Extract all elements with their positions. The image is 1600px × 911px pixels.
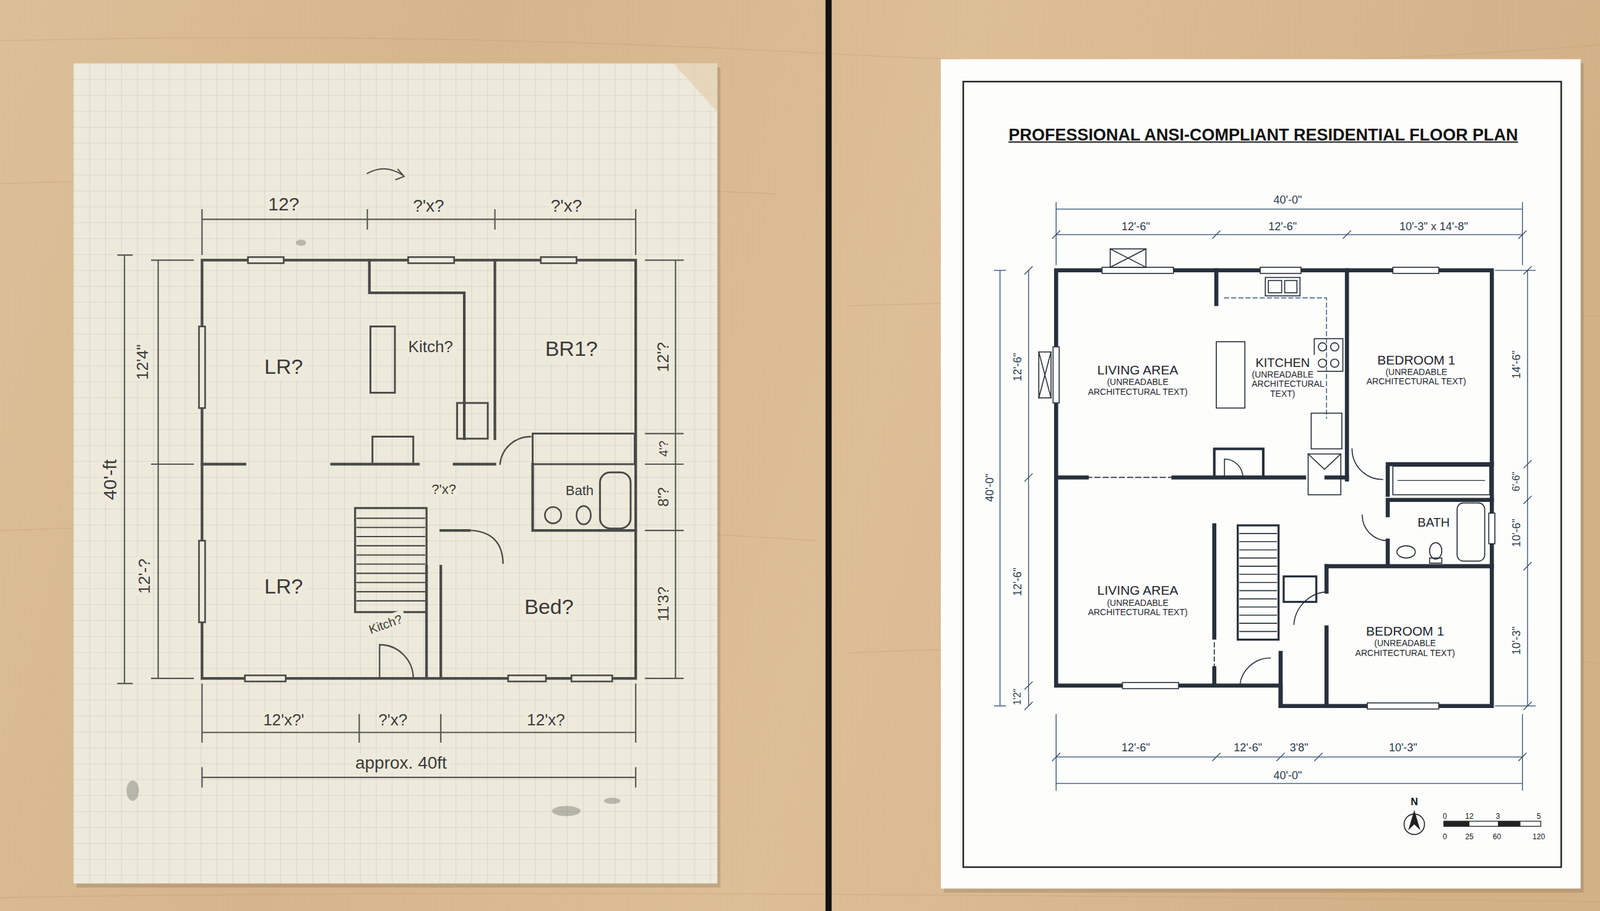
dimension-label: 12'4" xyxy=(134,342,152,382)
plan-dimension-lines xyxy=(994,201,1536,791)
room-label: LR? xyxy=(260,573,308,600)
dimension-label: 12'? xyxy=(654,340,672,374)
scale-label: 120 xyxy=(1531,833,1546,842)
dimension-label: 12'-6" xyxy=(1011,351,1024,384)
sketch-walls xyxy=(198,168,636,682)
dimension-label: 40'-0" xyxy=(1271,769,1305,782)
room-note: (UNREADABLE ARCHITECTURAL TEXT) xyxy=(1085,377,1191,397)
room-label: LIVING AREA(UNREADABLE ARCHITECTURAL TEX… xyxy=(1081,581,1194,619)
room-label: Kitch? xyxy=(404,336,457,358)
dimension-label: 12'-6" xyxy=(1266,220,1299,233)
scale-label: 12 xyxy=(1464,812,1474,821)
scale-label: 3 xyxy=(1495,812,1501,821)
scale-label: 0 xyxy=(1442,812,1448,821)
room-name: LIVING AREA xyxy=(1084,583,1191,598)
room-name: Bath xyxy=(564,482,595,499)
dimension-label: 12'-6" xyxy=(1011,565,1024,598)
dimension-label: 10'-6" xyxy=(1510,516,1523,550)
dimension-label: 11'3? xyxy=(655,584,671,624)
room-label: Bath xyxy=(561,481,598,500)
room-note: (UNREADABLE ARCHITECTURAL TEXT) xyxy=(1251,370,1314,399)
dimension-label: 40'-0" xyxy=(984,471,996,504)
scale-label: N xyxy=(1409,796,1419,808)
dimension-label: ?'x? xyxy=(376,711,410,729)
dimension-label: 10'-3" x 14'-8" xyxy=(1397,220,1471,233)
room-note: (UNREADABLE ARCHITECTURAL TEXT) xyxy=(1363,367,1469,387)
plan-title: PROFESSIONAL ANSI-COMPLIANT RESIDENTIAL … xyxy=(1008,125,1518,145)
room-label: BR1? xyxy=(540,335,602,363)
dimension-label: ?'x? xyxy=(549,196,585,215)
dimension-label: approx. 40ft xyxy=(353,753,449,772)
room-name: LIVING AREA xyxy=(1084,362,1191,378)
dimension-label: 3'8" xyxy=(1288,742,1311,754)
dimension-label: 8'? xyxy=(655,485,671,509)
plan-walls xyxy=(1038,248,1495,709)
divider-bar xyxy=(825,0,832,911)
scale-label: 60 xyxy=(1492,833,1502,842)
dimension-label: 14'-6" xyxy=(1510,348,1523,381)
room-name: BEDROOM 1 xyxy=(1351,623,1459,639)
plan-sheet xyxy=(940,59,1584,894)
room-note: (UNREADABLE ARCHITECTURAL TEXT) xyxy=(1352,638,1458,658)
room-label: BEDROOM 1(UNREADABLE ARCHITECTURAL TEXT) xyxy=(1359,350,1473,388)
room-name: BEDROOM 1 xyxy=(1362,352,1470,368)
dimension-label: 10'-3" xyxy=(1510,624,1523,657)
sketch-sheet xyxy=(73,63,721,888)
scale-label: 5 xyxy=(1536,812,1542,821)
dimension-label: 12'-6" xyxy=(1231,742,1264,754)
dimension-label: 40'-ft xyxy=(100,457,121,502)
dimension-label: 12'-6" xyxy=(1119,220,1152,233)
room-name: Kitch? xyxy=(407,337,454,357)
room-label: KITCHEN(UNREADABLE ARCHITECTURAL TEXT) xyxy=(1247,354,1318,400)
room-label: LIVING AREA(UNREADABLE ARCHITECTURAL TEX… xyxy=(1081,361,1194,398)
dimension-label: ?'x? xyxy=(429,482,459,498)
room-label: LR? xyxy=(260,354,308,381)
scale-label: 0 xyxy=(1442,833,1448,842)
room-name: Bed? xyxy=(523,594,575,619)
scale-label: 25 xyxy=(1464,833,1474,842)
room-name: LR? xyxy=(263,355,304,380)
dimension-label: 12'x? xyxy=(524,711,567,729)
dimension-label: 12'-? xyxy=(136,557,153,597)
room-name: BR1? xyxy=(544,336,599,361)
north-arrow-scale xyxy=(1403,810,1541,835)
room-name: KITCHEN xyxy=(1250,355,1315,371)
dimension-label: ?'x? xyxy=(410,196,447,215)
dimension-label: 12'x?' xyxy=(261,711,306,729)
dimension-label: 12'-6" xyxy=(1119,742,1152,754)
dimension-label: 40'-0" xyxy=(1271,194,1305,207)
room-name: LR? xyxy=(263,574,304,599)
dimension-label: 10'-3" xyxy=(1387,742,1420,754)
room-label: BATH xyxy=(1413,514,1454,532)
sketch-dimension-lines xyxy=(117,209,684,788)
room-name: BATH xyxy=(1416,515,1451,530)
dimension-label: 1'2" xyxy=(1011,687,1023,708)
room-note: (UNREADABLE ARCHITECTURAL TEXT) xyxy=(1085,597,1191,618)
room-label: BEDROOM 1(UNREADABLE ARCHITECTURAL TEXT) xyxy=(1348,622,1462,660)
dimension-label: 4'? xyxy=(656,438,670,459)
dimension-label: 6'-6" xyxy=(1510,469,1522,494)
dimension-label: 12? xyxy=(266,194,301,215)
room-label: Bed? xyxy=(520,593,578,621)
